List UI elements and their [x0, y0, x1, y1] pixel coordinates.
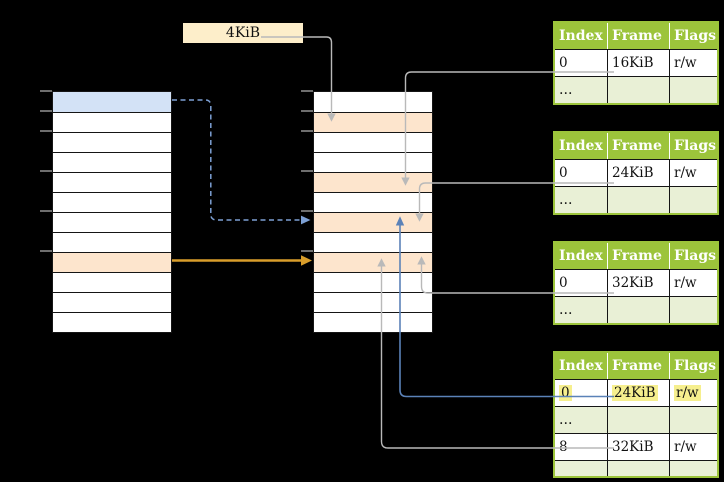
frame-table-cell: 32KiB [607, 433, 669, 460]
page-size-box: 4KiB [183, 23, 303, 43]
frame-table-cell: 32KiB [607, 269, 669, 296]
cell-value: … [559, 466, 573, 478]
frame-table-cell [669, 296, 717, 323]
memory-row-white [53, 172, 171, 192]
frame-table-cell: 0 [555, 269, 607, 296]
memory-row-white [314, 92, 432, 112]
frame-table-cell: r/w [669, 379, 717, 406]
memory-row-white [53, 232, 171, 252]
frame-table-cell: r/w [669, 433, 717, 460]
arrow-dashed-head [301, 215, 311, 225]
cell-value: … [559, 192, 573, 208]
frame-table-cell [607, 296, 669, 323]
physical-memory-table [313, 91, 433, 333]
frame-table-cell: r/w [669, 49, 717, 76]
page-size-label: 4KiB [225, 25, 261, 41]
memory-row-white [53, 192, 171, 212]
memory-row-white [53, 112, 171, 132]
memory-row-white [314, 152, 432, 172]
frame-table-cell: 16KiB [607, 49, 669, 76]
memory-row-orange [314, 112, 432, 132]
cell-value: 16KiB [612, 55, 654, 71]
memory-row-white [53, 292, 171, 312]
memory-row-white [314, 312, 432, 332]
cell-value: 0 [559, 275, 568, 291]
highlighted-cell-value: r/w [674, 385, 701, 401]
column-header: Index [555, 23, 607, 49]
memory-row-orange [53, 252, 171, 272]
highlighted-cell-value: 24KiB [612, 385, 658, 401]
column-header: Index [555, 353, 607, 379]
memory-row-white [53, 152, 171, 172]
frame-table-cell [669, 406, 717, 433]
cell-value: r/w [674, 165, 697, 181]
memory-row-white [53, 272, 171, 292]
frame-table-cell: … [555, 406, 607, 433]
memory-row-blue [53, 92, 171, 112]
memory-row-white [314, 292, 432, 312]
memory-row-white [314, 232, 432, 252]
memory-row-white [53, 212, 171, 232]
column-header: Flags [669, 23, 717, 49]
frame-table-cell: 0 [555, 379, 607, 406]
column-header: Flags [669, 243, 717, 269]
memory-row-orange [314, 252, 432, 272]
frame-table-cell [607, 76, 669, 103]
cell-value: 0 [559, 55, 568, 71]
frame-table-cell: … [555, 76, 607, 103]
memory-row-orange [314, 172, 432, 192]
frame-table-cell: … [555, 460, 607, 478]
cell-value: 8 [559, 439, 568, 455]
cell-value: … [559, 412, 573, 428]
arrow-orange-head [301, 255, 312, 266]
frame-table-cell: … [555, 296, 607, 323]
cell-value: 0 [559, 165, 568, 181]
frame-table-cell: 8 [555, 433, 607, 460]
cell-value: … [559, 82, 573, 98]
column-header: Frame [607, 243, 669, 269]
column-header: Index [555, 133, 607, 159]
frame-table-cell [607, 186, 669, 213]
column-header: Frame [607, 23, 669, 49]
arrow-dashed-translation [172, 99, 301, 221]
column-header: Flags [669, 353, 717, 379]
memory-row-white [314, 132, 432, 152]
column-header: Frame [607, 133, 669, 159]
memory-row-white [53, 312, 171, 332]
memory-row-white [314, 272, 432, 292]
frame-table-cell: r/w [669, 159, 717, 186]
memory-row-white [53, 132, 171, 152]
frame-table-cell: 24KiB [607, 159, 669, 186]
column-header: Index [555, 243, 607, 269]
memory-row-white [314, 192, 432, 212]
cell-value: r/w [674, 439, 697, 455]
frame-table-cell [669, 460, 717, 476]
cell-value: 32KiB [612, 275, 654, 291]
cell-value: r/w [674, 55, 697, 71]
frame-table-cell [607, 406, 669, 433]
column-header: Flags [669, 133, 717, 159]
cell-value: 32KiB [612, 439, 654, 455]
frame-table-cell [669, 76, 717, 103]
memory-row-orange [314, 212, 432, 232]
highlighted-cell-value: 0 [559, 385, 572, 401]
frame-table-cell: 24KiB [607, 379, 669, 406]
column-header: Frame [607, 353, 669, 379]
frame-table-cell: … [555, 186, 607, 213]
frame-table-cell: 0 [555, 49, 607, 76]
frame-table-cell: 0 [555, 159, 607, 186]
virtual-memory-table [52, 91, 172, 333]
frame-table-cell [669, 186, 717, 213]
frame-table-cell [607, 460, 669, 476]
cell-value: 24KiB [612, 165, 654, 181]
cell-value: … [559, 302, 573, 318]
frame-table-cell: r/w [669, 269, 717, 296]
cell-value: r/w [674, 275, 697, 291]
